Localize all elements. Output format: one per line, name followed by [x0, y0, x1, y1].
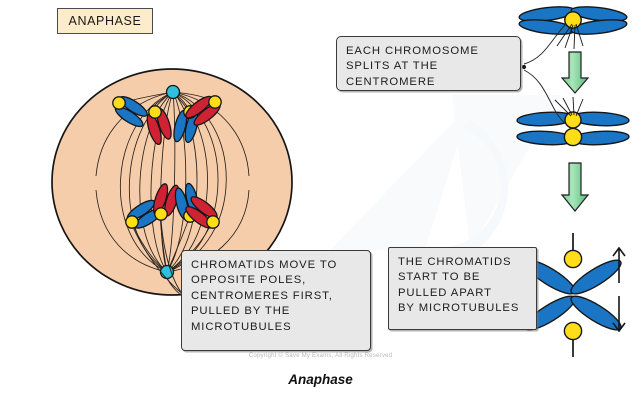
pull-arrow-up [612, 246, 626, 283]
centromere-bottom-1 [125, 215, 139, 229]
centromere-top-4 [208, 95, 222, 109]
leader-to-centromere-b1 [132, 226, 185, 296]
centromere-top-1 [112, 96, 126, 110]
phase-title-label: ANAPHASE [68, 14, 142, 28]
centromere-pulled-upper [563, 249, 583, 269]
callout-each-chromosome-splits: EACH CHROMOSOME SPLITS AT THE CENTROMERE [336, 36, 521, 91]
centromere-pulled-lower [563, 321, 583, 341]
chromosome-joined [518, 6, 628, 50]
leader-to-centromere-b2 [160, 219, 185, 297]
callout-line: BY MICROTUBULES [398, 302, 520, 315]
copyright-notice: Copyright © Save My Exams, All Rights Re… [248, 352, 393, 359]
callout-line: CENTROMERE [346, 75, 436, 88]
green-arrow-lower [560, 162, 590, 212]
callout-line: PULLED APART [398, 286, 492, 299]
callout-line: OPPOSITE POLES, [191, 274, 307, 287]
chromatid-pair-bottom-4 [185, 196, 218, 229]
callout-chromatids-move-to-poles: CHROMATIDS MOVE TO OPPOSITE POLES, CENTR… [181, 250, 371, 351]
callout-line: PULLED BY THE [191, 305, 291, 318]
phase-title-chip: ANAPHASE [57, 8, 153, 34]
callout-line: EACH CHROMOSOME [346, 45, 479, 57]
centromere-split-lower [563, 127, 583, 147]
centromere-joined [564, 11, 582, 29]
leader-to-joined-chromosome [523, 23, 567, 65]
leader-dot-centromere-box [521, 64, 527, 70]
figure-caption: Anaphase [288, 372, 353, 387]
callout-line: SPLITS AT THE [346, 60, 439, 73]
chromatid-pair-top-2 [146, 107, 172, 146]
pull-arrow-down [612, 296, 626, 333]
callout-line: CENTROMERES FIRST, [191, 289, 333, 302]
chromosome-split [516, 96, 630, 147]
centrosome-top [165, 84, 181, 100]
leader-to-split-chromosome [523, 69, 567, 125]
callout-line: START TO BE [398, 271, 481, 284]
callout-line: THE CHROMATIDS [398, 256, 512, 268]
callout-line: CHROMATIDS MOVE TO [191, 259, 338, 271]
green-arrow-upper [560, 51, 590, 94]
callout-chromatids-pulled-apart: THE CHROMATIDS START TO BE PULLED APART … [388, 247, 537, 330]
callout-line: MICROTUBULES [191, 320, 292, 333]
cell-membrane [51, 68, 293, 296]
centromere-top-2 [148, 105, 162, 119]
centromere-bottom-4 [206, 215, 220, 229]
